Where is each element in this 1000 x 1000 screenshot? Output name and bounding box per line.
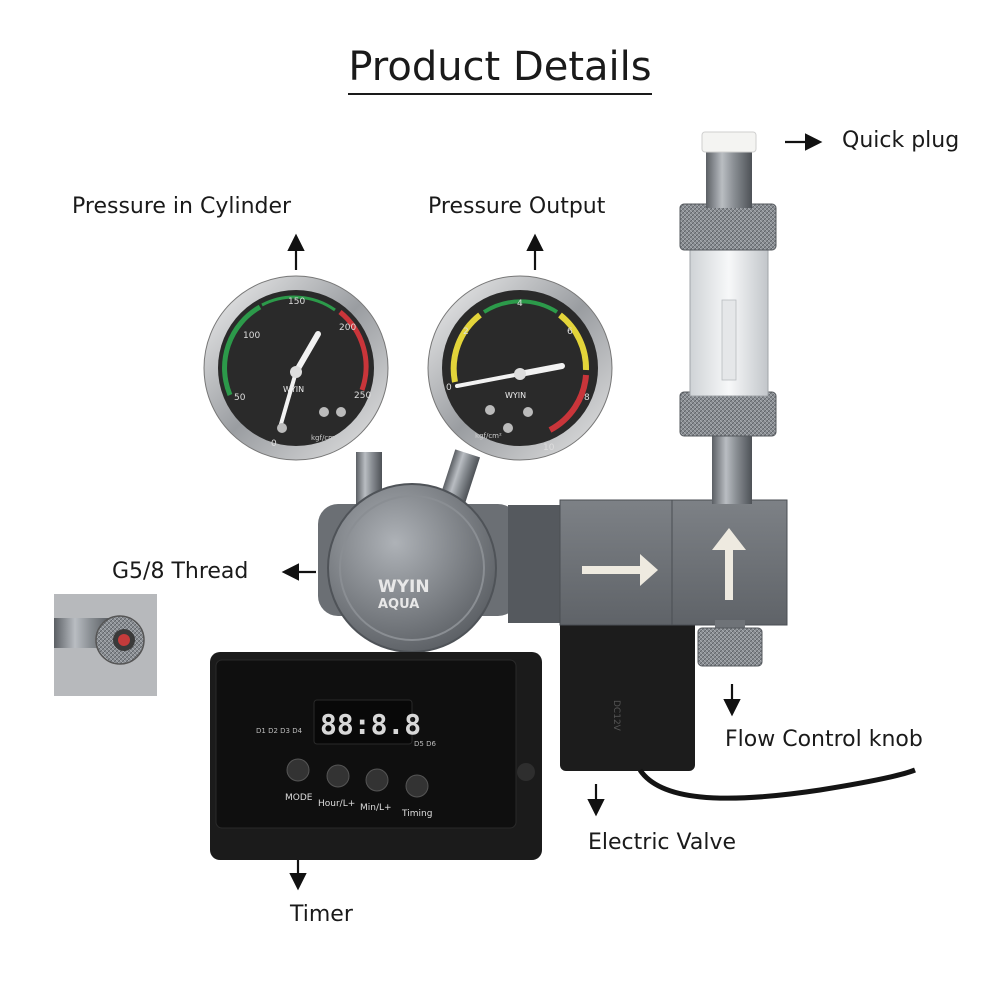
timer-indicators-left: D1 D2 D3 D4 — [256, 727, 303, 735]
regulator-brand-bottom: AQUA — [378, 597, 419, 612]
timer-mode-button[interactable]: MODE — [285, 758, 313, 803]
timer-timing-label: Timing — [401, 809, 432, 819]
left-gauge-tick-100: 100 — [243, 331, 260, 341]
page-title: Product Details — [0, 44, 1000, 95]
left-gauge-tick-0: 0 — [271, 439, 277, 449]
electric-valve: DC12V — [560, 615, 916, 801]
flow-direction-right-icon — [582, 554, 658, 586]
timer-min-label: Min/L+ — [360, 803, 392, 813]
valve-marking: DC12V — [611, 700, 621, 732]
bubble-counter — [679, 131, 777, 504]
label-pressure-in-cylinder: Pressure in Cylinder — [72, 194, 292, 219]
timer-display: 88:8.8 — [320, 708, 421, 741]
label-timer: Timer — [290, 902, 353, 927]
valve-block — [508, 499, 788, 626]
left-gauge-tick-200: 200 — [339, 323, 356, 333]
label-flow-control-knob: Flow Control knob — [725, 727, 923, 752]
right-gauge-tick-6: 6 — [567, 327, 573, 337]
output-pressure-gauge: 0 2 4 6 8 10 WYIN kgf/cm² — [427, 275, 613, 461]
right-gauge-tick-0: 0 — [446, 383, 452, 393]
timer-min-button[interactable]: Min/L+ — [360, 768, 392, 813]
left-gauge-tick-150: 150 — [288, 297, 305, 307]
label-pressure-output: Pressure Output — [428, 194, 606, 219]
flow-control-knob — [697, 620, 763, 667]
right-gauge-tick-8: 8 — [584, 393, 590, 403]
timer-timing-button[interactable]: Timing — [401, 774, 432, 819]
right-gauge-tick-10: 10 — [543, 443, 555, 453]
label-thread: G5/8 Thread — [112, 559, 249, 584]
timer-hour-button[interactable]: Hour/L+ — [318, 764, 355, 809]
timer-mode-label: MODE — [285, 793, 313, 803]
label-electric-valve: Electric Valve — [588, 830, 737, 855]
cylinder-pressure-gauge: 50 100 150 200 250 0 WYIN kgf/cm² — [203, 275, 389, 461]
annotation-arrows — [281, 133, 823, 891]
left-gauge-tick-250: 250 — [354, 391, 371, 401]
left-gauge-unit: kgf/cm² — [311, 434, 338, 442]
right-gauge-brand: WYIN — [505, 391, 526, 400]
right-gauge-tick-2: 2 — [463, 327, 469, 337]
left-gauge-brand: WYIN — [283, 385, 304, 394]
timer-indicators-right: D5 D6 — [414, 740, 436, 748]
regulator-body: WYIN AQUA — [318, 483, 518, 653]
left-gauge-tick-50: 50 — [234, 393, 246, 403]
right-gauge-unit: kgf/cm² — [475, 432, 502, 440]
flow-direction-up-icon — [712, 528, 746, 600]
thread-inset-image — [54, 594, 157, 696]
right-gauge-tick-4: 4 — [517, 299, 523, 309]
quick-plug — [701, 131, 757, 153]
timer-device: 88:8.8 D1 D2 D3 D4 D5 D6 MODE Hour/L+ Mi… — [210, 652, 542, 860]
label-quick-plug: Quick plug — [842, 128, 960, 153]
timer-hour-label: Hour/L+ — [318, 799, 355, 809]
regulator-brand-top: WYIN — [378, 577, 430, 597]
